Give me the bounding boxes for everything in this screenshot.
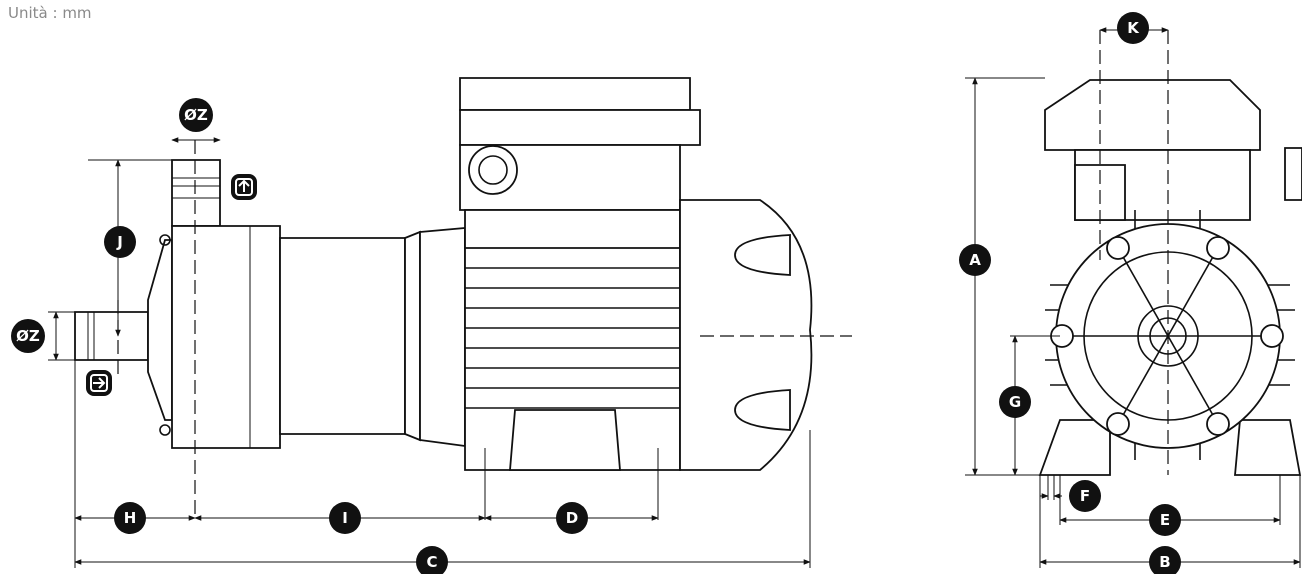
label-d: D <box>556 502 588 534</box>
svg-text:C: C <box>426 553 437 571</box>
svg-text:A: A <box>969 251 981 269</box>
cooling-fins <box>465 267 680 409</box>
label-k: K <box>1117 12 1149 44</box>
label-g: G <box>999 386 1031 418</box>
label-e: E <box>1149 504 1181 536</box>
svg-text:ØZ: ØZ <box>184 106 208 124</box>
label-j: J <box>104 226 136 258</box>
svg-text:G: G <box>1009 393 1021 411</box>
svg-text:B: B <box>1159 553 1170 571</box>
svg-text:F: F <box>1080 487 1090 505</box>
label-i: I <box>329 502 361 534</box>
side-view <box>48 77 852 568</box>
front-view <box>965 27 1302 568</box>
units-label: Unità : mm <box>8 4 92 22</box>
label-a: A <box>959 244 991 276</box>
svg-text:I: I <box>342 509 348 527</box>
inlet-arrow-in-icon <box>86 370 112 396</box>
label-c: C <box>416 546 448 574</box>
svg-text:K: K <box>1127 19 1140 37</box>
label-b: B <box>1149 546 1181 574</box>
svg-text:H: H <box>124 509 137 527</box>
outlet-arrow-up-icon <box>231 174 257 200</box>
svg-text:D: D <box>566 509 578 527</box>
label-z-side: ØZ <box>11 319 45 353</box>
svg-text:J: J <box>116 233 123 251</box>
label-f: F <box>1069 480 1101 512</box>
svg-text:ØZ: ØZ <box>16 327 40 345</box>
label-z-top: ØZ <box>179 98 213 132</box>
label-h: H <box>114 502 146 534</box>
svg-text:E: E <box>1160 511 1170 529</box>
